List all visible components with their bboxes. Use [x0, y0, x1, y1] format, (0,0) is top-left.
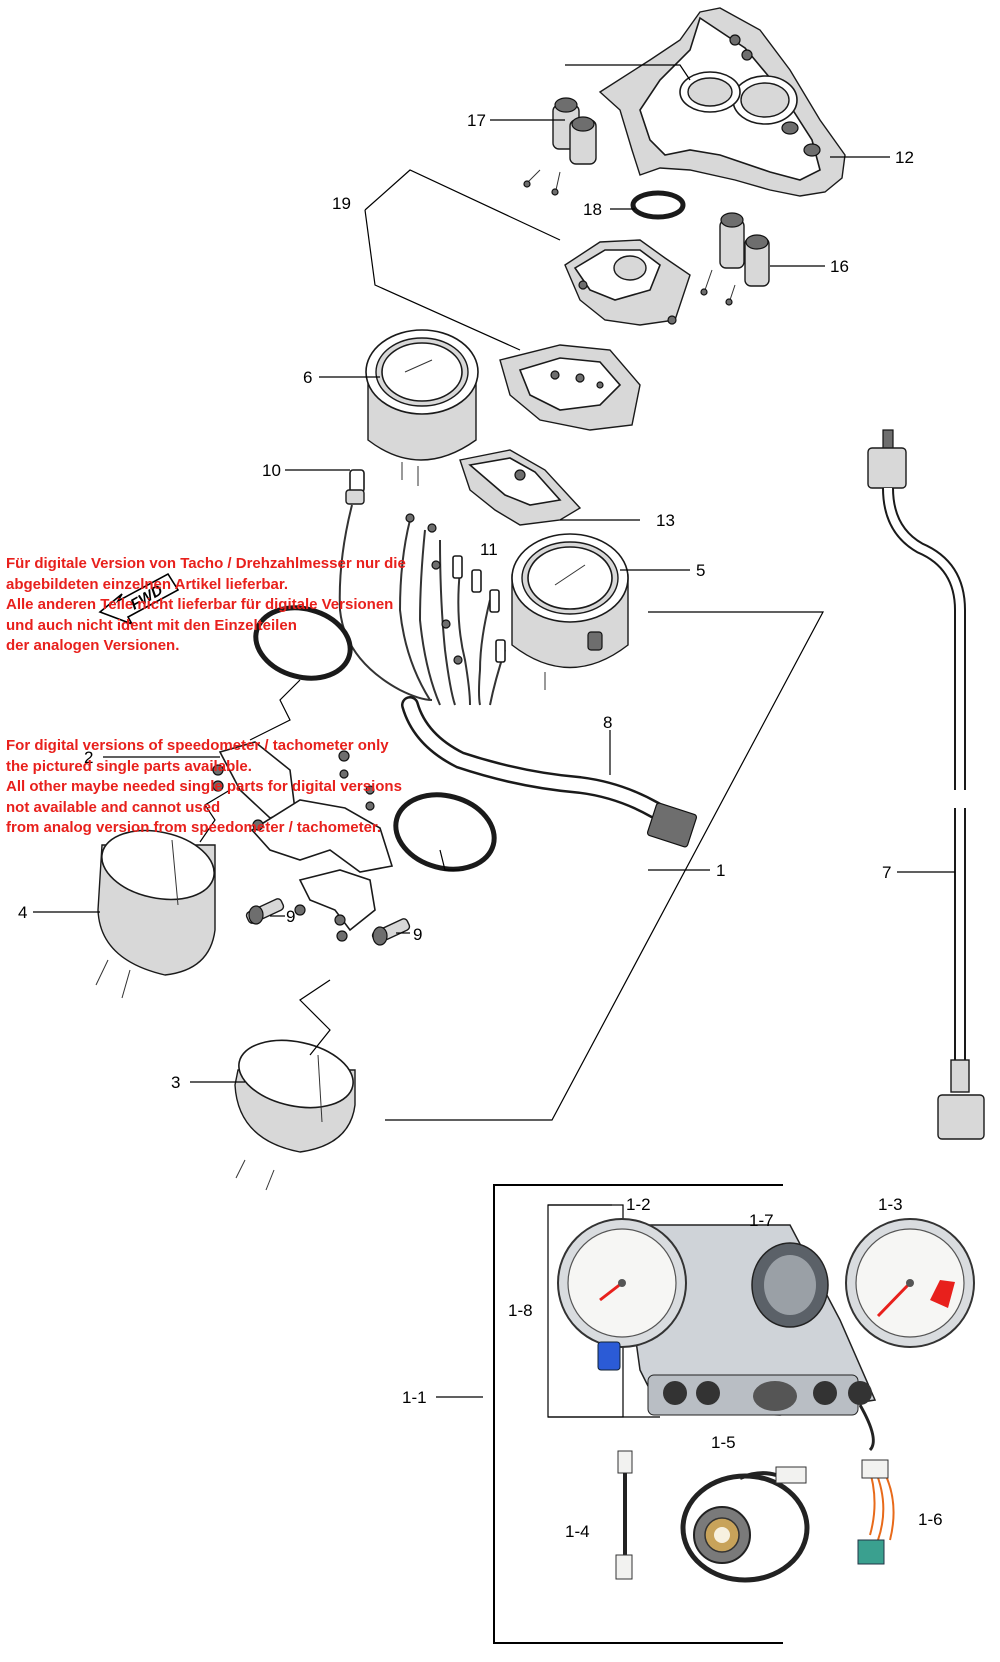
callout-9-left: 9: [286, 907, 295, 926]
callout-1: 1: [716, 861, 725, 880]
note-en-line-5: from analog version from speedometer / t…: [6, 819, 382, 836]
callout-3: 3: [171, 1073, 180, 1092]
callout-1-6: 1-6: [918, 1510, 943, 1529]
callout-labels: 17 12 19 18 16 6 10 13 11 5 8 2 1 4 9 9 …: [18, 111, 943, 1541]
callout-10: 10: [262, 461, 281, 480]
callout-1-5: 1-5: [711, 1433, 736, 1452]
callout-16: 16: [830, 257, 849, 276]
callout-8: 8: [603, 713, 612, 732]
note-de-line-2: abgebildeten einzelnen Artikel lieferbar…: [6, 575, 289, 593]
note-en-line-1: For digital versions of speedometer / ta…: [6, 737, 389, 754]
callout-17: 17: [467, 111, 486, 130]
note-en-line-2: the pictured single parts available.: [6, 757, 252, 775]
indicator-housing: [499, 344, 641, 431]
note-de-line-1: Für digitale Version von Tacho / Drehzah…: [6, 555, 406, 572]
callout-1-4: 1-4: [565, 1522, 590, 1541]
callout-1-2: 1-2: [626, 1195, 651, 1214]
gauge-seal-left: [253, 605, 353, 681]
callout-11: 11: [480, 540, 498, 559]
bezel-plate-part-13: [459, 449, 582, 526]
callout-1-3: 1-3: [878, 1195, 903, 1214]
note-german: Für digitale Version von Tacho / Drehzah…: [6, 554, 476, 657]
note-de-line-3: Alle anderen Teile nicht lieferbar für d…: [6, 596, 394, 613]
bracket-part-19: [564, 239, 691, 326]
note-english: For digital versions of speedometer / ta…: [6, 736, 476, 839]
tachometer-part-6: [365, 329, 479, 486]
bolt-part-9: [245, 898, 411, 946]
callout-7: 7: [882, 863, 891, 882]
callout-1-8: 1-8: [508, 1301, 533, 1320]
gauge-cup-part-3: [234, 1039, 356, 1191]
gauge-seal-right: [393, 792, 497, 872]
cable-part-8: [401, 696, 698, 848]
digital-parts-frame: [493, 1184, 783, 1644]
o-ring-part-18: [630, 190, 686, 220]
callout-13: 13: [656, 511, 675, 530]
note-de-line-5: der analogen Versionen.: [6, 637, 180, 654]
rubber-mount-part-16: [700, 212, 770, 306]
mounting-bracket-part-2: [212, 741, 394, 942]
callout-1-7: 1-7: [749, 1211, 774, 1230]
callout-6: 6: [303, 368, 312, 387]
sensor-plug-part-10: [345, 469, 365, 505]
speedometer-part-5: [511, 533, 629, 690]
leader-lines: [33, 64, 955, 1121]
callout-2: 2: [84, 748, 93, 767]
callout-9-right: 9: [413, 925, 422, 944]
callout-12: 12: [895, 148, 914, 167]
callout-18: 18: [583, 200, 602, 219]
callout-5: 5: [696, 561, 705, 580]
speedo-cable-part-7: [867, 429, 985, 1140]
top-cover-part-12: [598, 7, 846, 197]
note-de-line-4: und auch nicht ident mit den Einzelteile…: [6, 616, 297, 634]
callout-19: 19: [332, 194, 351, 213]
note-en-line-4: not available and cannot used: [6, 798, 221, 816]
note-en-line-3: All other maybe needed single parts for …: [6, 778, 402, 795]
digital-dashboard-inset: [436, 1204, 975, 1583]
gauge-cup-part-4: [95, 829, 216, 999]
callout-4: 4: [18, 903, 27, 922]
rubber-mount-part-17: [523, 97, 597, 196]
callout-1-1: 1-1: [402, 1388, 427, 1407]
